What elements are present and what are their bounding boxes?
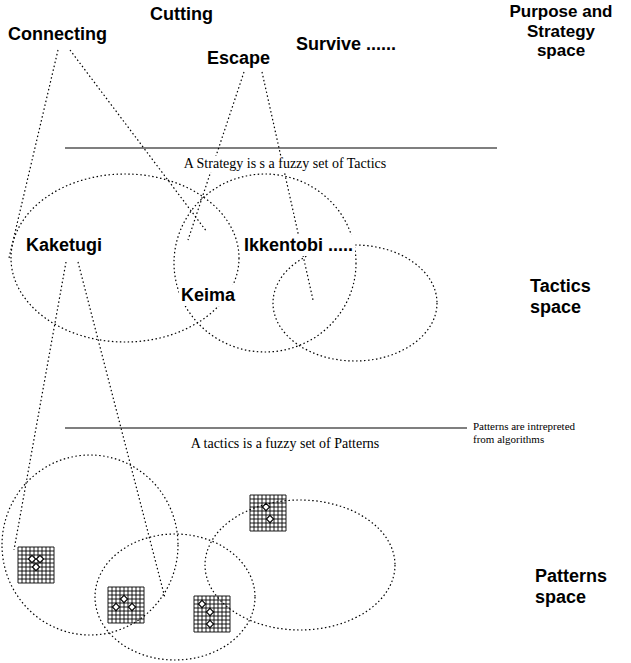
strategy-label: Cutting — [150, 4, 213, 25]
tactic-set: Ikkentobi ..... Keima — [173, 173, 357, 353]
space-title: Purpose and Strategy space — [505, 2, 617, 61]
leader-line — [78, 262, 165, 598]
leader-line — [70, 50, 207, 232]
set-note: A tactics is a fuzzy set of Patterns — [188, 436, 383, 452]
strategy-label: Connecting — [8, 24, 107, 45]
tactic-set-outline — [10, 173, 240, 343]
space-title: Patterns space — [535, 566, 617, 607]
tactic-name: Keima — [179, 285, 237, 306]
tactic-set-outline — [273, 245, 437, 361]
go-pattern — [108, 587, 144, 623]
leader-line — [14, 262, 66, 550]
go-pattern — [18, 547, 54, 583]
side-note: Patterns are intrepreted from algorithms — [470, 420, 601, 445]
pattern-set-outline — [2, 455, 178, 635]
leader-line — [9, 50, 58, 258]
strategy-label: Survive ...... — [296, 34, 396, 55]
pattern-set-outline — [205, 500, 395, 630]
tactic-name: Ikkentobi ..... — [242, 235, 355, 256]
tactic-set-outline — [11, 174, 239, 342]
tactic-set-outline — [174, 174, 356, 352]
pattern-set-outline — [95, 534, 255, 660]
tactic-name: Kaketugi — [24, 235, 104, 256]
separator-line — [65, 427, 467, 428]
strategy-label: Escape — [207, 48, 270, 69]
go-pattern — [194, 596, 230, 632]
tactic-set-outline — [173, 173, 357, 353]
space-title: Tactics space — [530, 276, 610, 317]
tactic-set: Kaketugi — [10, 173, 240, 343]
set-note: A Strategy is s a fuzzy set of Tactics — [181, 156, 390, 172]
separator-line — [65, 147, 497, 148]
go-pattern — [250, 495, 286, 531]
leader-line — [262, 72, 313, 300]
